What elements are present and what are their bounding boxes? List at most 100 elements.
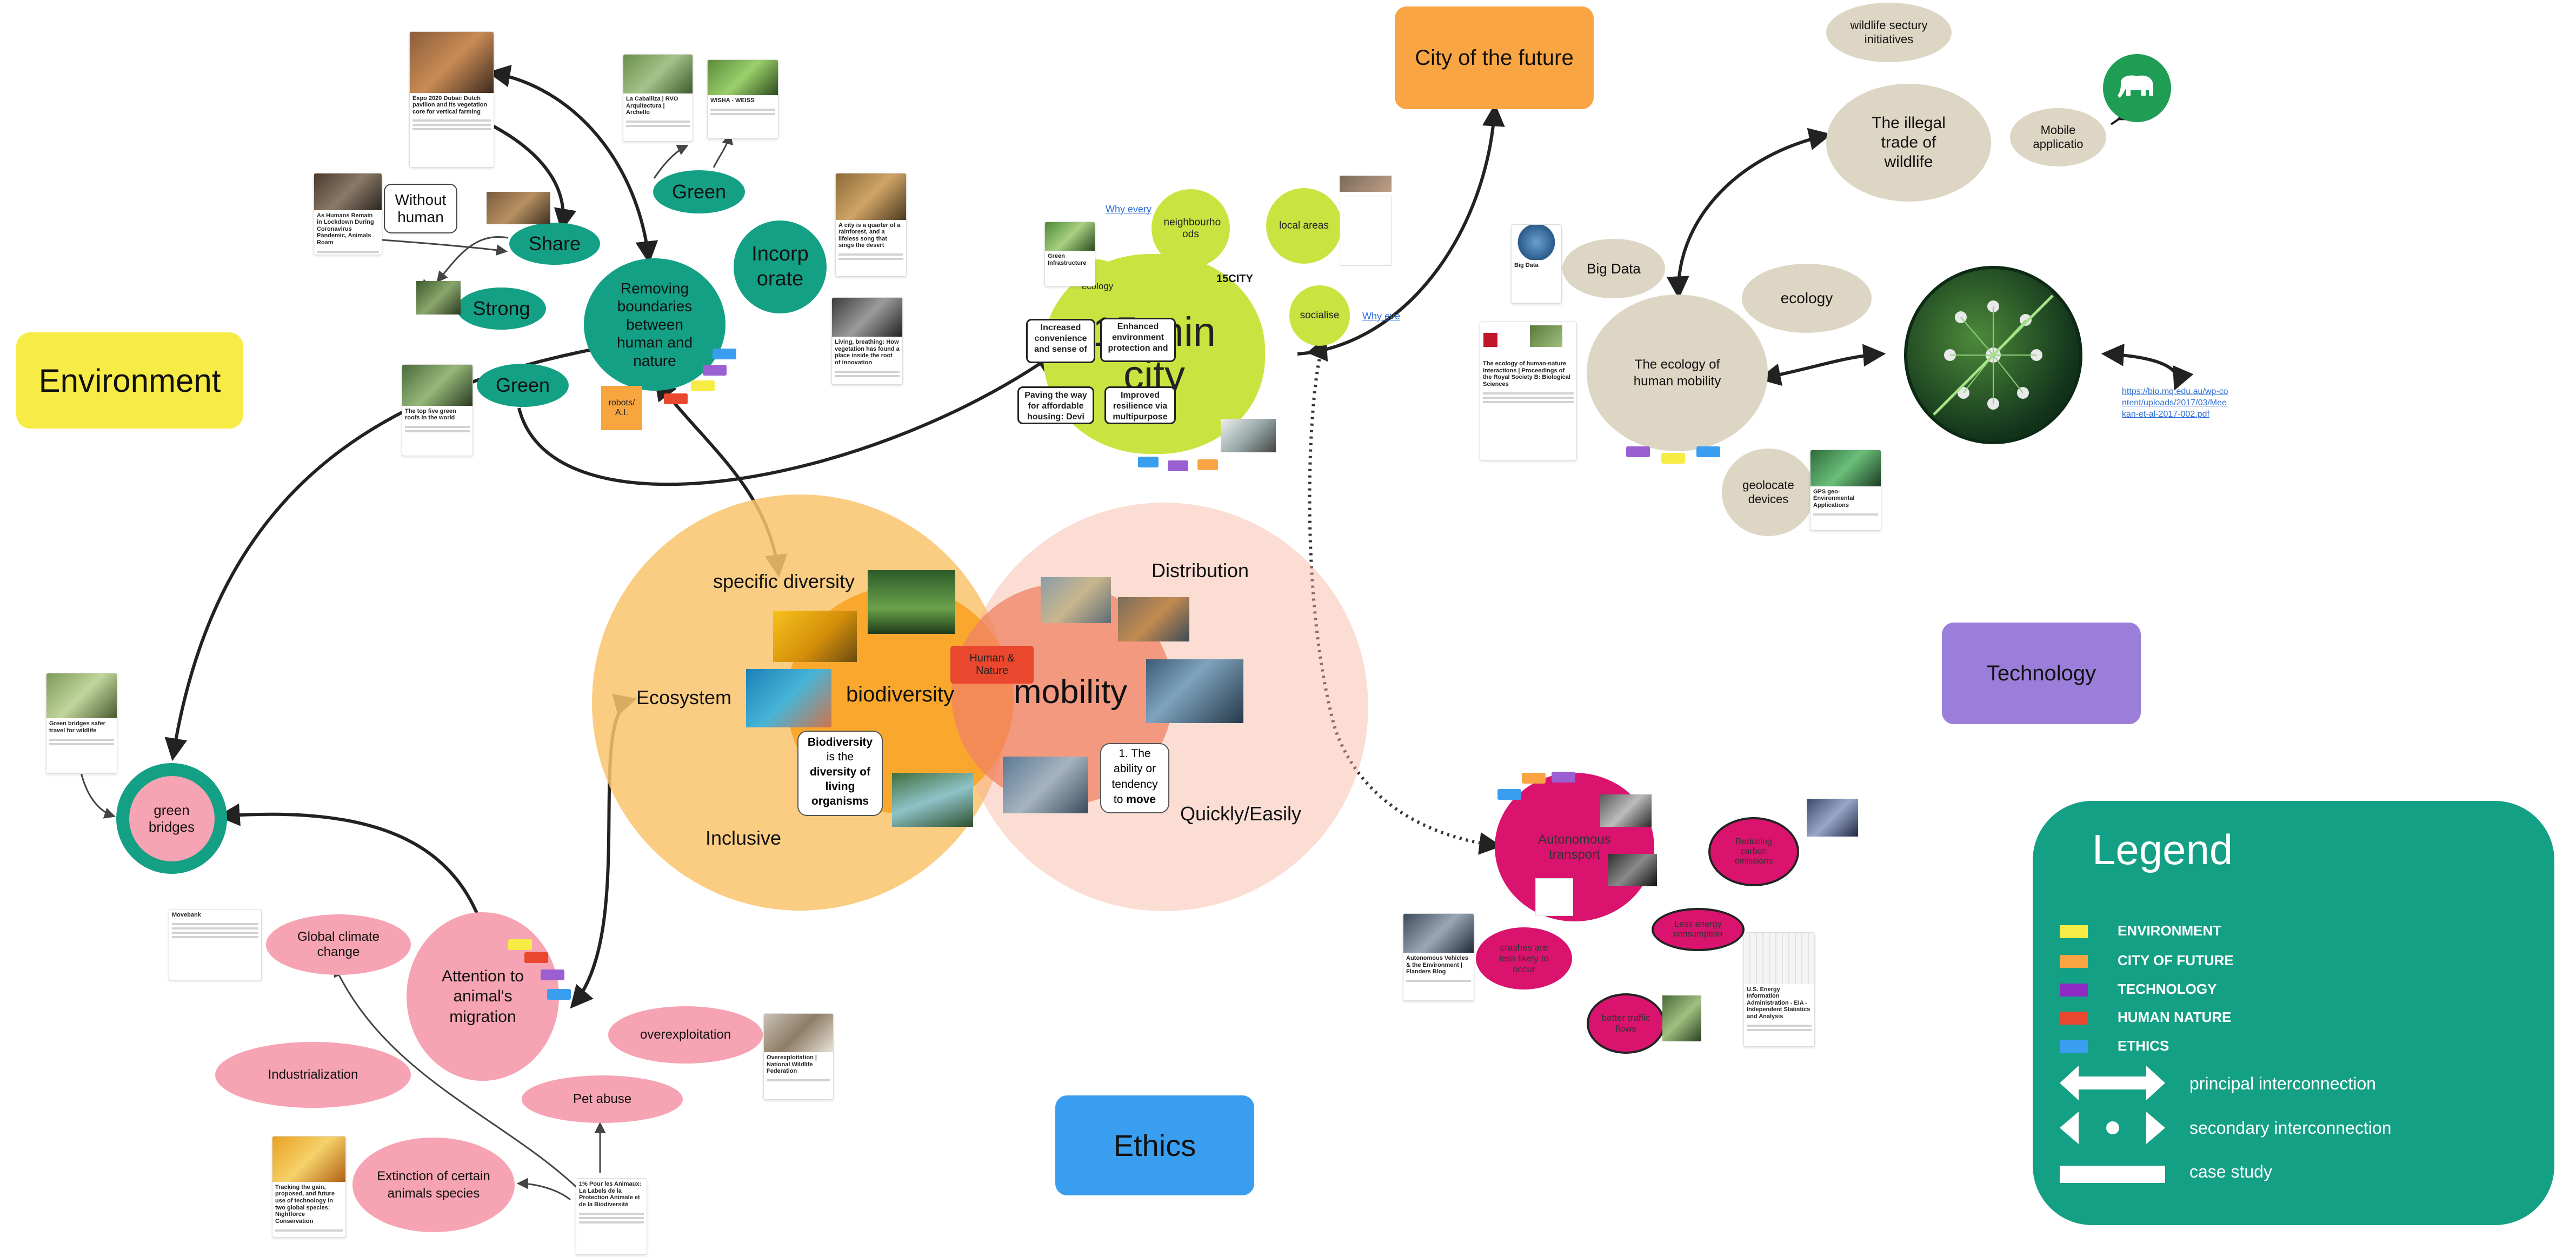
sticky-blue-env[interactable] [713,349,736,359]
city-note-enhanced[interactable]: Enhanced environment protection and [1100,318,1176,362]
node-better-traffic[interactable]: better traffic flows [1587,993,1665,1054]
case-card[interactable]: GPS geo-Environmental Applications [1810,450,1881,531]
node-socialise[interactable]: socialise [1289,285,1350,346]
biodiversity-definition-card[interactable]: Biodiversity is the diversity of living … [797,731,883,816]
case-card[interactable]: Green Infrastructure [1044,222,1095,286]
sticky-purple-mag[interactable] [1552,772,1575,783]
node-big-data[interactable]: Big Data [1562,239,1665,298]
node-reducing-carbon[interactable]: Reducing carbon emissions [1708,817,1799,886]
case-card[interactable]: Green bridges safer travel for wildlife [46,673,117,774]
photo-card-city2[interactable] [1340,196,1392,266]
node-incorporate[interactable]: Incorp orate [734,220,827,313]
photo-cyclists[interactable] [1118,597,1189,641]
frame-environment[interactable]: Environment [16,332,243,429]
node-industrialization[interactable]: Industrialization [215,1042,411,1108]
photo-street-people[interactable] [1041,577,1111,623]
link-why-every-2[interactable]: Why eve [1362,311,1401,322]
elephant-logo[interactable] [2103,54,2171,122]
photo-strong-tree[interactable] [416,281,461,315]
node-attention-migration[interactable]: Attention to animal's migration [407,912,559,1081]
case-card[interactable]: As Humans Remain in Lockdown During Coro… [314,173,382,255]
frame-city-future[interactable]: City of the future [1395,6,1594,109]
case-card[interactable]: Tracking the gain, proposed, and future … [272,1136,346,1238]
sticky-orange-mag[interactable] [1522,773,1546,784]
sticky-red-eth[interactable] [524,952,548,963]
case-card[interactable]: The top five green roofs in the world [402,364,473,456]
frame-ethics[interactable]: Ethics [1055,1095,1254,1195]
sticky-purple-city[interactable] [1168,460,1188,471]
photo-card-city1[interactable] [1340,176,1392,192]
sticky-blue-mag[interactable] [1497,789,1521,800]
node-green-bridges[interactable]: green bridges [116,763,227,874]
sticky-yellow-eth[interactable] [508,939,532,950]
sticky-yellow-env[interactable] [691,380,715,391]
case-card[interactable]: The ecology of human-nature interactions… [1480,322,1577,460]
node-extinction[interactable]: Extinction of certain animals species [352,1138,515,1232]
case-card[interactable]: Movebank [169,909,262,980]
sticky-purple-env[interactable] [703,365,727,376]
node-share[interactable]: Share [509,223,600,265]
mobility-definition-card[interactable]: 1. The ability or tendency to move [1100,743,1169,813]
node-ecology-human-mobility[interactable]: The ecology of human mobility [1587,295,1768,451]
legend-panel[interactable]: Legend ENVIRONMENT CITY OF FUTURE TECHNO… [2033,801,2554,1225]
sticky-blue-city[interactable] [1138,457,1159,467]
case-card[interactable]: Overexploitation | National Wildlife Fed… [763,1013,834,1100]
photo-share-animals[interactable] [487,192,550,224]
node-removing-boundaries[interactable]: Removing boundaries between human and na… [584,258,725,391]
frame-technology[interactable]: Technology [1942,623,2141,724]
photo-better-traffic[interactable] [1662,995,1701,1041]
sticky-blue-tech[interactable] [1696,446,1720,457]
photo-traffic[interactable] [1146,659,1243,723]
node-local-areas[interactable]: local areas [1266,188,1342,264]
photo-sunflower-bee[interactable] [773,611,857,662]
city-note-improved[interactable]: Improved resilience via multipurpose [1104,386,1176,424]
node-geolocate[interactable]: geolocate devices [1722,449,1815,536]
sticky-blue-eth[interactable] [547,989,571,1000]
case-card[interactable]: Expo 2020 Dubai: Dutch pavilion and its … [409,31,494,168]
link-meekan-pdf[interactable]: https://bio.mq.edu.au/wp-content/uploads… [2122,387,2228,419]
case-card[interactable]: Big Data [1511,224,1562,304]
sticky-orange-city[interactable] [1197,459,1218,470]
case-card[interactable]: A city is a quarter of a rainforest, and… [835,173,907,277]
photo-autonomous-1[interactable] [1600,794,1652,827]
human-nature-tag[interactable]: Human & Nature [950,646,1034,684]
node-neighbourhoods[interactable]: neighbourho ods [1151,189,1230,268]
photo-autonomous-2[interactable] [1608,854,1657,886]
case-card[interactable]: Living, breathing: How vegetation has fo… [831,297,903,385]
node-ecology-tech[interactable]: ecology [1742,264,1872,333]
case-card[interactable]: U.S. Energy Information Administration -… [1743,932,1815,1047]
node-overexploitation[interactable]: overexploitation [608,1006,763,1064]
node-green-left[interactable]: Green [477,364,569,407]
case-card[interactable]: 1% Pour les Animaux: La Labels de la Pro… [576,1178,647,1255]
photo-coral-reef[interactable] [746,669,831,727]
node-pet-abuse[interactable]: Pet abuse [522,1075,683,1123]
case-card[interactable]: La Caballiza | RVO Arquitectura | Archel… [623,54,693,142]
node-strong[interactable]: Strong [457,287,546,330]
link-why-every-1[interactable]: Why every [1106,204,1152,215]
node-without-human[interactable]: Without human [384,184,457,233]
node-less-energy[interactable]: Less energy consumption [1652,908,1745,951]
node-green-top[interactable]: Green [653,170,745,213]
sticky-yellow-tech[interactable] [1661,453,1685,464]
sticky-red-env[interactable] [664,393,688,404]
case-card[interactable]: WISHA - WEISS [707,59,778,139]
photo-person-presenting[interactable] [1221,419,1276,452]
photo-waterfall[interactable] [892,773,973,827]
photo-crowd[interactable] [1003,757,1088,813]
node-robots-ai[interactable]: robots/ A.I. [601,386,642,430]
photo-tech-card-globe[interactable] [1807,799,1858,837]
city-note-increased[interactable]: Increased convenience and sense of [1026,319,1095,363]
photo-forest[interactable] [868,570,955,634]
node-mobile-application[interactable]: Mobile applicatio [2010,108,2106,166]
sticky-purple-tech[interactable] [1626,446,1650,457]
photo-autonomous-3[interactable] [1535,878,1573,916]
node-crashes[interactable]: crashes are less likely to occur [1476,927,1572,989]
city-note-paving[interactable]: Paving the way for affordable housing: D… [1017,386,1094,424]
node-animal-tracking-globe[interactable] [1904,266,2082,444]
node-wildlife-security[interactable]: wildlife sectury initiatives [1826,3,1952,62]
node-global-climate[interactable]: Global climate change [266,914,411,975]
node-illegal-trade[interactable]: The illegal trade of wildlife [1826,84,1991,202]
case-card[interactable]: Autonomous Vehicles & the Environment | … [1403,913,1474,1001]
sticky-purple-eth[interactable] [541,970,564,980]
